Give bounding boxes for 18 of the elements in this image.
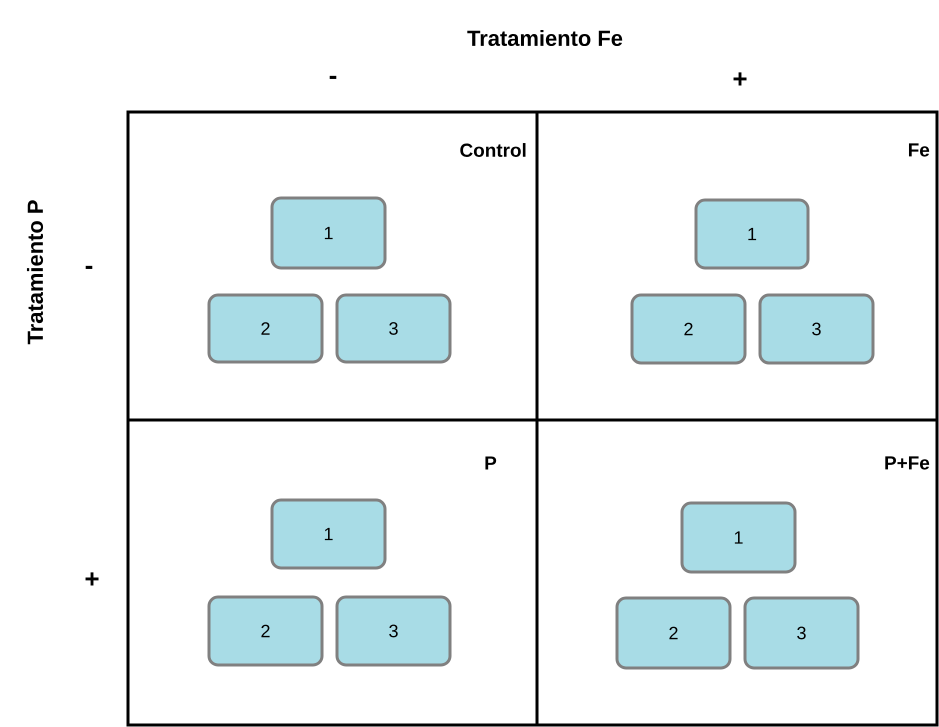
replicate-box: 2 bbox=[630, 294, 746, 364]
replicate-box: 3 bbox=[744, 596, 860, 670]
level-sign: - bbox=[330, 76, 336, 79]
replicate-box: 3 bbox=[758, 294, 874, 364]
replicate-box: 1 bbox=[270, 196, 386, 270]
axis-title: Tratamiento Fe bbox=[467, 30, 622, 46]
level-sign: - bbox=[86, 266, 92, 269]
axis-title: Tratamiento P bbox=[26, 200, 44, 344]
replicate-box: 3 bbox=[336, 294, 452, 364]
replicate-box: 2 bbox=[208, 596, 324, 666]
replicate-box: 3 bbox=[336, 596, 452, 666]
replicate-box: 1 bbox=[694, 198, 810, 270]
level-sign: + bbox=[734, 72, 747, 86]
replicate-box: 1 bbox=[270, 498, 386, 570]
level-sign: + bbox=[86, 572, 99, 586]
replicate-box: 2 bbox=[208, 294, 324, 364]
replicate-box: 1 bbox=[680, 502, 796, 574]
replicate-box: 2 bbox=[616, 596, 732, 670]
